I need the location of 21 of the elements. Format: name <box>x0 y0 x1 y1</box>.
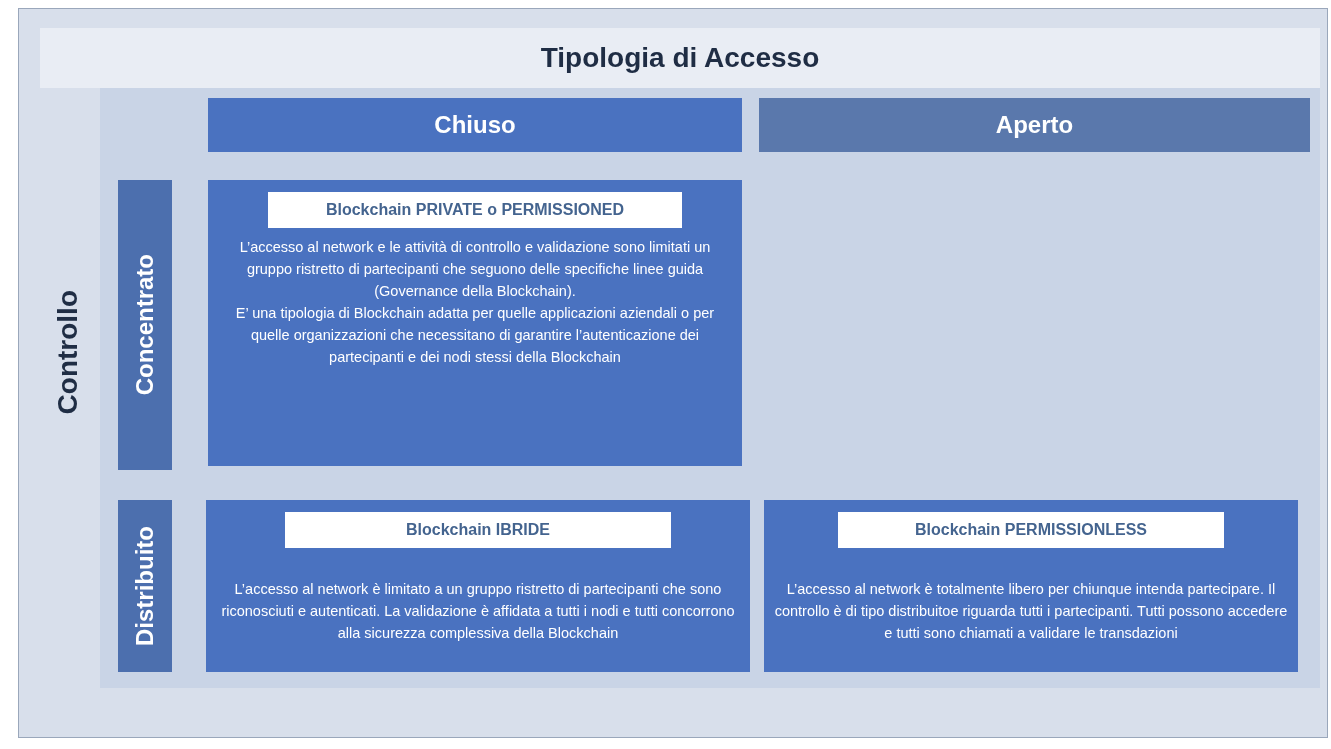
header-text: Concentrato <box>131 254 159 396</box>
row-header <box>118 500 172 672</box>
header-text: Aperto <box>995 111 1074 139</box>
description-text: E’ una tipologia di Blockchain adatta per quelle applicazioni aziendali o per quelle organizzazioni che necessitano di garantire l’autenticazione dei partecipanti e dei nodi stessi della Blockchain <box>234 304 716 367</box>
header-band <box>40 28 1320 88</box>
description-text: L’accesso al network è limitato a un gruppo ristretto di partecipanti che sono riconosciuti e autenticati. La validazione è affidata a tutti i nodi e tutti concorrono alla sicurezza complessiva della Blockchain <box>220 580 736 643</box>
row-header <box>118 180 172 470</box>
category-card <box>764 500 1298 672</box>
description-text: L’accesso al network è totalmente libero per chiunque intenda partecipare. Il controllo è di tipo distribuitoe riguarda tutti i partecipanti. Tutti possono accedere e tutti sono chiamati a validare le transdazioni <box>774 580 1288 643</box>
card-heading: Blockchain PRIVATE o PERMISSIONED <box>268 192 682 228</box>
card-heading: Blockchain IBRIDE <box>285 512 671 548</box>
axis-label: Controllo <box>52 290 84 415</box>
header-text: Distribuito <box>131 526 159 646</box>
card-heading: Blockchain PERMISSIONLESS <box>838 512 1224 548</box>
title-text: Tipologia di Accesso <box>540 42 820 74</box>
description-text: L’accesso al network e le attività di controllo e validazione sono limitati un gruppo ristretto di partecipanti che seguono delle specifiche linee guida (Governance della Blockchain). <box>238 238 712 301</box>
category-card <box>208 180 742 466</box>
header-text: Chiuso <box>434 111 516 139</box>
column-header <box>759 98 1310 152</box>
category-card <box>206 500 750 672</box>
column-header <box>208 98 742 152</box>
